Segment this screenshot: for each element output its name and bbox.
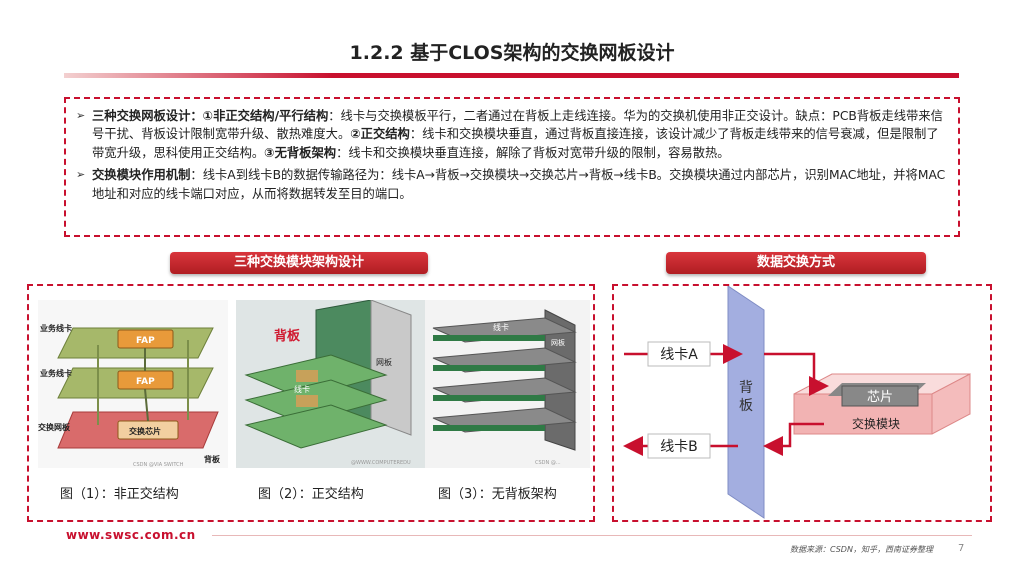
bullet-lead: 三种交换网板设计：①非正交结构/平行结构 [92, 109, 329, 123]
architecture-panel [27, 284, 595, 522]
orthogonal-diagram: 背板 线卡 网板 @WWW.COMPUTEREDU [236, 299, 428, 468]
figure-caption: 图（3）：无背板架构 [438, 487, 557, 502]
switch-board-label: 交换网板 [38, 422, 71, 432]
line-card-b [647, 433, 711, 459]
footer-url: www.swsc.com.cn [66, 528, 196, 542]
backplane-label: 背 [739, 380, 753, 396]
bullet-designs: ➢ 三种交换网板设计：①非正交结构/平行结构：线卡与交换模板平行，二者通过在背板… [76, 107, 950, 162]
bullet-text: ：线卡和交换模块垂直，通过背板直接连接，该设计减少了背板走线带来的信号衰减，但是… [92, 127, 939, 160]
no-backplane-diagram: 线卡 网板 CSDN @... [432, 309, 577, 466]
bullet-arrow-icon: ➢ [76, 109, 86, 122]
bullet-lead: ③无背板架构 [264, 145, 337, 160]
chip-label: 交换芯片 [129, 426, 161, 436]
footer-divider [212, 535, 972, 536]
figure-caption: 图（1）：非正交结构 [60, 487, 179, 502]
bullet-arrow-icon: ➢ [76, 168, 86, 182]
fap-label: FAP [136, 377, 155, 387]
chip-label: 芯片 [867, 390, 893, 405]
title-underline [64, 73, 959, 78]
bullet-mechanism: ➢ 交换模块作用机制：线卡A到线卡B的数据传输路径为：线卡A→背板→交换模块→交… [76, 166, 950, 203]
section-title-left: 三种交换模块架构设计 [170, 252, 428, 274]
section-title-right: 数据交换方式 [666, 252, 926, 274]
switch-board-label: 网板 [551, 338, 565, 347]
line-card-a-label: 线卡A [660, 347, 698, 363]
exchange-panel [612, 284, 992, 522]
chip-block [841, 385, 919, 407]
switch-board-label: 网板 [376, 357, 392, 367]
bullet-text: ：线卡A到线卡B的数据传输路径为：线卡A→背板→交换模块→交换芯片→背板→线卡B… [92, 168, 946, 201]
watermark: @WWW.COMPUTEREDU [351, 460, 411, 466]
line-card-label: 业务线卡 [40, 368, 72, 378]
watermark: CSDN @VIA SWITCH [133, 462, 184, 468]
figure-caption: 图（2）：正交结构 [258, 487, 364, 502]
line-card-label: 线卡 [493, 322, 509, 332]
module-label: 交换模块 [852, 416, 900, 431]
page-title: 1.2.2 基于CLOS架构的交换网板设计 [349, 42, 675, 64]
fap-label: FAP [136, 336, 155, 346]
bullet-lead: ②正交结构 [350, 127, 410, 142]
backplane-label: 背板 [204, 454, 221, 464]
line-card-label: 业务线卡 [40, 323, 72, 333]
page-number: 7 [958, 543, 965, 554]
bullet-lead: 交换模块作用机制 [92, 168, 191, 183]
orthogonal-figure: 背板 线卡 网板 @WWW.COMPUTEREDU [236, 299, 428, 468]
footer-source: 数据来源：CSDN，知乎，西南证券整理 [790, 545, 933, 554]
exchange-diagram: 芯片 交换模块 背 板 线卡A 线卡B [623, 286, 971, 519]
line-card-a [647, 341, 711, 367]
backplane-label: 板 [739, 398, 753, 414]
intro-box: ➢ 三种交换网板设计：①非正交结构/平行结构：线卡与交换模板平行，二者通过在背板… [64, 97, 960, 237]
backplane-label: 背板 [274, 328, 301, 344]
line-card-b-label: 线卡B [660, 439, 698, 455]
bullet-text: ：线卡和交换模块垂直连接，解除了背板对宽带升级的限制，容易散热。 [336, 145, 730, 160]
watermark: CSDN @... [535, 460, 561, 466]
non-orthogonal-diagram: 业务线卡 业务线卡 交换网板 FAP FAP 交换芯片 背板 CSDN @VIA… [38, 323, 221, 468]
line-card-label: 线卡 [294, 384, 310, 394]
bullet-text: ：线卡与交换模板平行，二者通过在背板上走线连接。华为的交换机使用非正交设计。缺点… [92, 109, 943, 142]
non-orthogonal-figure: 业务线卡 业务线卡 交换网板 FAP FAP 交换芯片 背板 CSDN @VIA… [38, 300, 228, 468]
no-backplane-figure: 线卡 网板 CSDN @... [425, 300, 590, 468]
